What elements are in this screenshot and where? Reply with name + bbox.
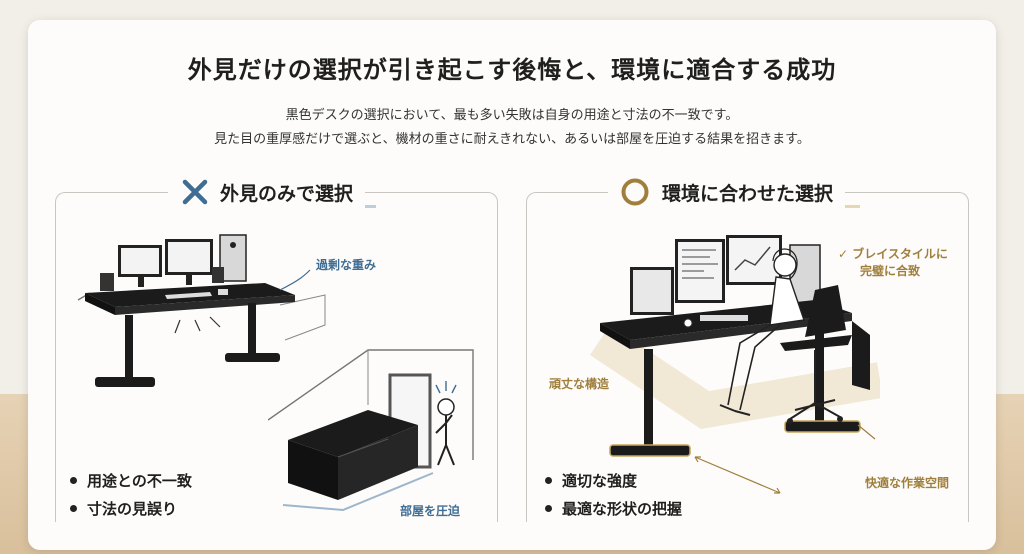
list-item: 最適な形状の把握: [545, 494, 682, 522]
left-bullet-list: 用途との不一致 寸法の見誤り: [70, 466, 192, 522]
bullet-dot: [545, 504, 552, 512]
left-heading-text: 外見のみで選択: [220, 182, 354, 205]
right-panel-heading: 環境に合わせた選択: [608, 174, 846, 210]
left-panel-heading: 外見のみで選択: [168, 174, 366, 210]
fitted-desk-illustration: [590, 235, 880, 494]
bullet-dot: [70, 476, 77, 484]
callout-room-pressure: 部屋を圧迫: [400, 504, 461, 518]
callout-excess-weight: 過剰な重み: [316, 258, 377, 272]
bullet-text: 最適な形状の把握: [562, 499, 683, 518]
list-item: 適切な強度: [545, 466, 682, 494]
crowded-room-illustration: [268, 349, 474, 512]
x-mark-icon: [182, 179, 208, 205]
callout-style-line2: 完璧に合致: [860, 264, 921, 278]
bullet-dot: [70, 504, 77, 512]
bullet-text: 寸法の見誤り: [87, 499, 178, 518]
bullet-text: 用途との不一致: [87, 471, 192, 490]
circle-mark-icon: [621, 178, 649, 206]
callout-sturdy-structure: 頑丈な構造: [549, 377, 610, 391]
callout-style-line1: ✓ ブレイスタイルに: [838, 247, 948, 261]
right-heading-text: 環境に合わせた選択: [662, 182, 834, 205]
callout-work-space: 快適な作業空間: [865, 476, 950, 490]
list-item: 寸法の見誤り: [70, 494, 192, 522]
description-line-1: 黒色デスクの選択において、最も多い失敗は自身の用途と寸法の不一致です。: [285, 108, 739, 123]
list-item: 用途との不一致: [70, 466, 192, 494]
bullet-dot: [545, 476, 552, 484]
heavy-desk-illustration: [77, 234, 326, 387]
description-line-2: 見た目の重厚感だけで選ぶと、機材の重さに耐えきれない、あるいは部屋を圧迫する結果…: [214, 132, 810, 147]
page-title: 外見だけの選択が引き起こす後悔と、環境に適合する成功: [187, 56, 837, 84]
bullet-text: 適切な強度: [562, 471, 638, 490]
right-bullet-list: 適切な強度 最適な形状の把握: [545, 466, 682, 522]
